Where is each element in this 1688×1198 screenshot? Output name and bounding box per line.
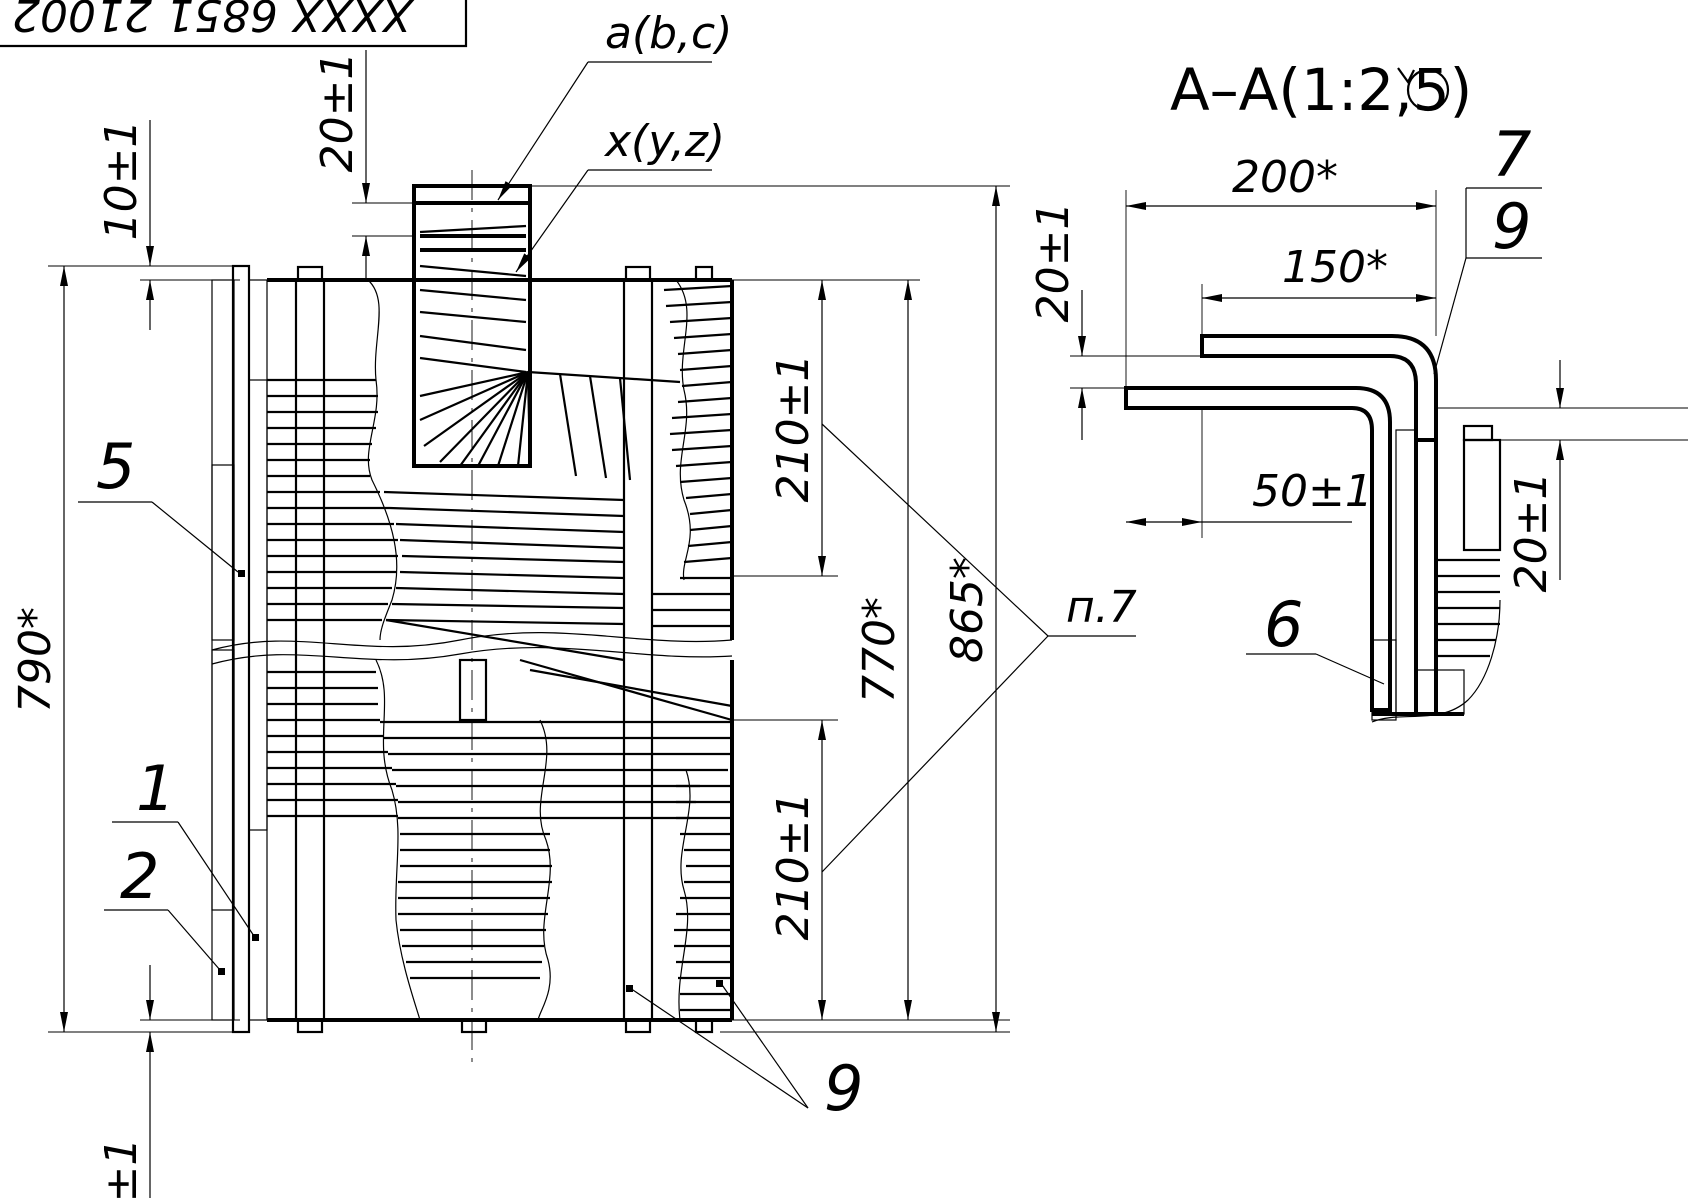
winding-upper-right [652,284,733,628]
angle-inner [1124,386,1392,712]
weld-mark-1 [238,570,245,577]
pipe-winding [419,224,527,374]
bolt-head-2 [624,265,652,282]
section-insulation [1395,429,1417,715]
callout-9-bottom: 9 [824,1052,863,1125]
section-bolt [1462,438,1502,552]
section-winding [1436,558,1500,658]
rotation-symbol-icon [1406,68,1450,112]
fan-lines [419,370,681,481]
leader-x-y-z: x(y,z) [603,116,725,167]
break-band-top [211,632,733,651]
dim-210-bottom-text: 210±1 [768,792,819,941]
dim-210-top-text: 210±1 [768,354,819,503]
dim-20-top-text: 20±1 [312,52,363,173]
callout-1: 1 [136,752,175,825]
section-title: A–A(1:2,5) [1170,56,1472,124]
dim-bottom-text: ±1 [96,1138,147,1198]
winding-lower-right [674,784,732,1012]
winding-middle [383,490,625,626]
section-view: A–A(1:2,5) 200* [1028,56,1688,723]
callout-7: 7 [1492,118,1531,191]
bolt-foot-2 [624,1018,652,1034]
mesh-strip-upper [211,464,235,641]
main-dimensions: 790* 10±1 ±1 20±1 865* 770* 210±1 210±1 [10,50,1010,1198]
stud-left [294,278,326,1022]
winding-lower-left [267,670,398,818]
break-line-4 [537,719,551,1021]
bolt-foot-1 [296,1018,324,1034]
dim-20-section-left-text: 20±1 [1028,202,1079,323]
diagonal-2 [519,658,733,722]
break-line-2 [675,279,691,581]
main-view [211,170,734,1070]
leader-a-b-c: a(b,c) [605,8,732,59]
callout-2: 2 [120,840,159,913]
bolt-foot-3 [460,1018,488,1034]
dim-20-section-right-text: 20±1 [1506,472,1557,593]
winding-upper-left [267,378,398,622]
winding-lower-middle [380,720,732,980]
mesh-strip-lower [211,649,235,911]
stamp-box: XXXX 6851 21002 [0,0,468,48]
dim-200-text: 200* [1232,152,1338,203]
rotation-arrow-icon [1397,67,1415,85]
stamp-text: XXXX 6851 21002 [12,0,415,40]
section-break [1371,599,1501,723]
bolt-foot-4 [694,1018,714,1034]
dim-770-text: 770* [854,597,905,703]
weld-mark-5 [716,980,723,987]
bolt-head-1 [296,265,324,282]
section-bolt-head [1462,424,1494,442]
weld-mark-3 [218,968,225,975]
bolt-head-3 [694,265,714,282]
callout-9-section: 9 [1492,190,1531,263]
section-mesh-left [1371,639,1397,721]
diagonal-3 [529,668,733,708]
callout-5: 5 [96,430,135,503]
break-line-1 [367,279,398,641]
insulation-strip [248,279,268,1021]
break-line-5 [678,769,691,1021]
dim-10-text: 10±1 [96,120,147,241]
mesh-strip-inner [248,379,268,831]
dim-790-text: 790* [10,607,61,713]
break-line-3 [375,659,421,1021]
break-band-bottom [211,647,733,665]
stud-right [622,278,654,1022]
dim-150-text: 150* [1282,242,1388,293]
dim-865-text: 865* [942,557,993,663]
diagonal-1 [385,618,625,662]
callout-6: 6 [1264,588,1303,661]
weld-mark-2 [252,934,259,941]
dim-50-text: 50±1 [1252,466,1373,517]
center-post [458,658,488,722]
weld-mark-4 [626,985,633,992]
leader-p7: п.7 [1066,582,1137,633]
section-plate [1414,438,1438,716]
main-leaders: a(b,c) x(y,z) п.7 5 1 2 9 [78,8,1137,1125]
